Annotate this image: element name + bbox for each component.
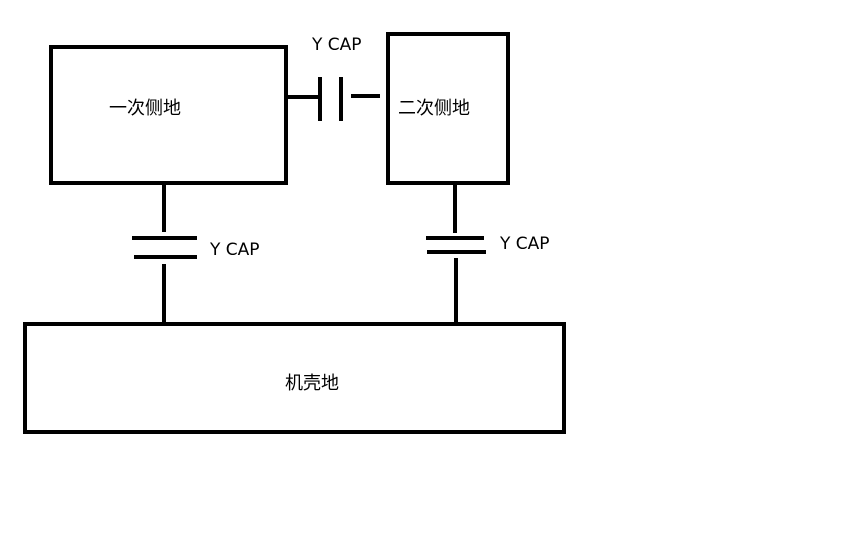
- y-cap-right: Y CAP: [426, 183, 550, 324]
- primary-ground-label: 一次侧地: [109, 98, 181, 119]
- y-cap-top: Y CAP: [286, 35, 380, 121]
- secondary-ground-box: [386, 32, 510, 185]
- y-cap-right-label: Y CAP: [499, 234, 550, 254]
- chassis-ground-block: 机壳地: [23, 322, 566, 434]
- chassis-ground-box: [23, 322, 566, 434]
- y-cap-left-label: Y CAP: [209, 240, 260, 260]
- primary-ground-block: 一次侧地: [49, 45, 288, 185]
- primary-ground-box: [49, 45, 288, 185]
- secondary-ground-label: 二次侧地: [398, 98, 470, 119]
- y-cap-top-label: Y CAP: [311, 35, 362, 55]
- y-cap-left: Y CAP: [132, 183, 260, 326]
- chassis-ground-label: 机壳地: [285, 373, 339, 394]
- secondary-ground-block: 二次侧地: [386, 32, 510, 185]
